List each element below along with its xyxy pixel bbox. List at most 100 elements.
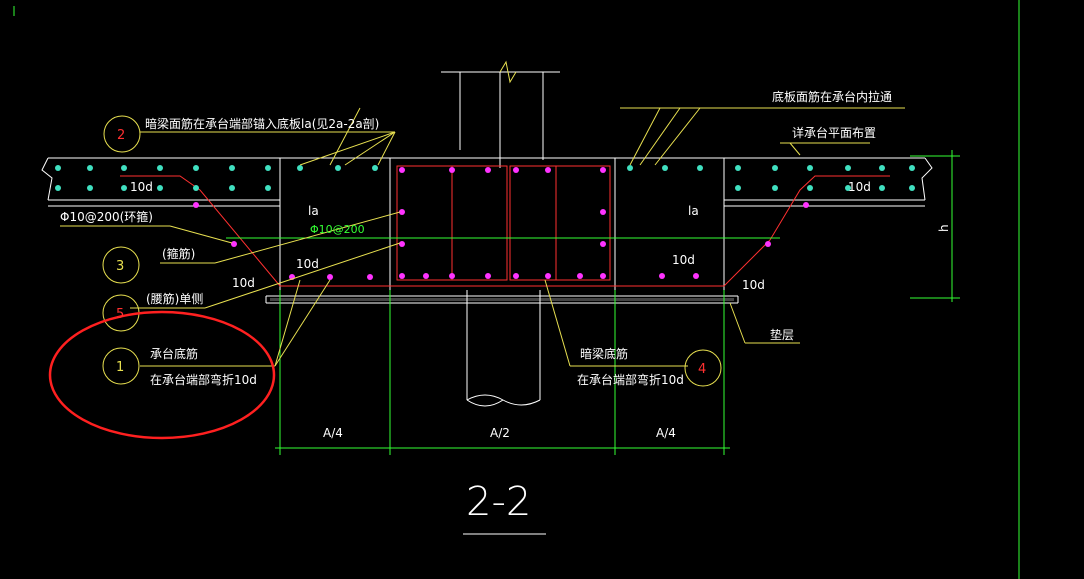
slab-top-bar	[121, 165, 127, 171]
callout-1-line1: 承台底筋	[150, 346, 198, 361]
callout-4-line1: 暗梁底筋	[580, 346, 628, 361]
callout-2-text: 暗梁面筋在承台端部锚入底板la(见2a-2a剖)	[145, 116, 379, 131]
cap-bar	[803, 202, 809, 208]
pile-cap-outline	[41, 157, 933, 304]
slab-top-bar	[879, 165, 885, 171]
dimension-lines	[226, 150, 960, 455]
slab-top-bar	[807, 165, 813, 171]
slab-top-bar	[909, 165, 915, 171]
cap-bar	[693, 273, 699, 279]
slab-bottom-bar	[772, 185, 778, 191]
cap-bar	[545, 167, 551, 173]
slab-top-bar	[627, 165, 633, 171]
cap-bar	[600, 273, 606, 279]
slab-bottom-bar	[735, 185, 741, 191]
column-outline	[441, 60, 560, 168]
slab-bottom-bar	[229, 185, 235, 191]
slab-top-bar	[372, 165, 378, 171]
cushion-layer-hatch	[270, 298, 734, 301]
slab-top-bar	[735, 165, 741, 171]
slab-bottom-bar	[121, 185, 127, 191]
tend-bottom-right-a: 10d	[672, 253, 695, 267]
cap-bar	[513, 167, 519, 173]
cap-bar	[765, 241, 771, 247]
leader-lines	[60, 107, 905, 367]
cap-bar	[485, 273, 491, 279]
cap-bar	[193, 202, 199, 208]
stirrup-spec-label: Φ10@200	[310, 223, 365, 236]
callout-4-line2: 在承台端部弯折10d	[577, 372, 684, 387]
callout-5-number: 5	[116, 307, 124, 322]
la-right-label: la	[688, 204, 699, 218]
callout-2-number: 2	[117, 128, 125, 143]
tend-top-left: 10d	[130, 180, 153, 194]
slab-bottom-bar	[157, 185, 163, 191]
cap-rebar-dots	[193, 167, 809, 280]
cap-bar	[513, 273, 519, 279]
callout-circles	[102, 115, 722, 387]
slab-top-bar	[697, 165, 703, 171]
slab-bottom-bar	[845, 185, 851, 191]
slab-top-bar	[772, 165, 778, 171]
tend-bottom-left-a: 10d	[296, 257, 319, 271]
slab-top-bar	[335, 165, 341, 171]
slab-top-bar	[845, 165, 851, 171]
slab-top-bar	[229, 165, 235, 171]
dim-left-label: A/4	[323, 426, 343, 440]
highlight-ellipse	[48, 310, 276, 440]
slab-bottom-bar	[55, 185, 61, 191]
cap-bar	[367, 274, 373, 280]
section-title: 2-2	[466, 479, 531, 525]
cap-bar	[577, 273, 583, 279]
tend-bottom-left-b: 10d	[232, 276, 255, 290]
slab-top-bar	[662, 165, 668, 171]
slab-top-bar	[193, 165, 199, 171]
cap-bar	[545, 273, 551, 279]
slab-bottom-bar	[193, 185, 199, 191]
slab-top-bar	[297, 165, 303, 171]
cap-bar	[399, 209, 405, 215]
detail-ref-note: 详承台平面布置	[792, 125, 876, 140]
callout-3-number: 3	[116, 259, 124, 274]
callout-3-text: (箍筋)	[162, 246, 195, 261]
top-right-note: 底板面筋在承台内拉通	[772, 89, 892, 104]
cap-bar	[449, 273, 455, 279]
stirrup-ring-label: Φ10@200(环箍)	[60, 209, 153, 224]
cap-bar	[399, 167, 405, 173]
cap-bar	[600, 209, 606, 215]
slab-bottom-bar	[807, 185, 813, 191]
la-left-label: la	[308, 204, 319, 218]
cap-bar	[231, 241, 237, 247]
rebar-lines	[120, 165, 890, 287]
tend-top-right: 10d	[848, 180, 871, 194]
cap-bar	[399, 273, 405, 279]
cap-bar	[449, 167, 455, 173]
dim-right-label: A/4	[656, 426, 676, 440]
slab-bottom-bar	[909, 185, 915, 191]
callout-5-text: (腰筋)单侧	[146, 291, 203, 306]
slab-top-bar	[55, 165, 61, 171]
slab-bottom-bar	[87, 185, 93, 191]
callout-1-line2: 在承台端部弯折10d	[150, 372, 257, 387]
cushion-label: 垫层	[770, 327, 794, 342]
slab-rebar-dots	[55, 165, 915, 191]
height-label: h	[937, 224, 951, 232]
slab-top-bar	[87, 165, 93, 171]
callout-4-number: 4	[698, 362, 706, 377]
slab-bottom-bar	[265, 185, 271, 191]
slab-top-bar	[265, 165, 271, 171]
cap-bar	[600, 167, 606, 173]
cap-bar	[600, 241, 606, 247]
dim-middle-label: A/2	[490, 426, 510, 440]
cap-bar	[423, 273, 429, 279]
callout-1-number: 1	[116, 360, 124, 375]
cap-bar	[327, 274, 333, 280]
tend-bottom-right-b: 10d	[742, 278, 765, 292]
slab-bottom-bar	[879, 185, 885, 191]
cap-bar	[659, 273, 665, 279]
slab-top-bar	[157, 165, 163, 171]
pile-outline	[466, 290, 541, 407]
cap-bar	[399, 241, 405, 247]
cap-bar	[485, 167, 491, 173]
